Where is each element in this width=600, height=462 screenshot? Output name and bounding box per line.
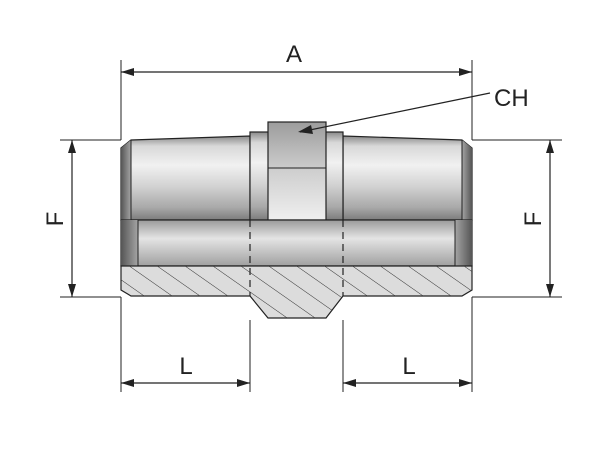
dimension-a-label: A [286,41,302,68]
dimension-ch-label: CH [494,85,529,112]
section-view [120,265,473,319]
left-threaded-end [120,135,251,221]
dimension-f-left: F [42,139,121,298]
dimension-ch: CH [298,85,529,134]
dimension-f-right-label: F [520,212,547,227]
dimension-f-right: F [472,139,562,298]
dimension-f-left-label: F [42,212,69,227]
dimension-l-left: L [120,297,251,392]
bore [120,219,473,267]
dimension-l-right-label: L [402,353,415,380]
dimension-l-left-label: L [179,353,192,380]
dimension-l-right: L [342,297,473,392]
hex-collar [249,121,344,221]
right-threaded-end [342,135,473,221]
dimension-a: A [120,41,473,140]
hidden-lines [249,220,344,296]
